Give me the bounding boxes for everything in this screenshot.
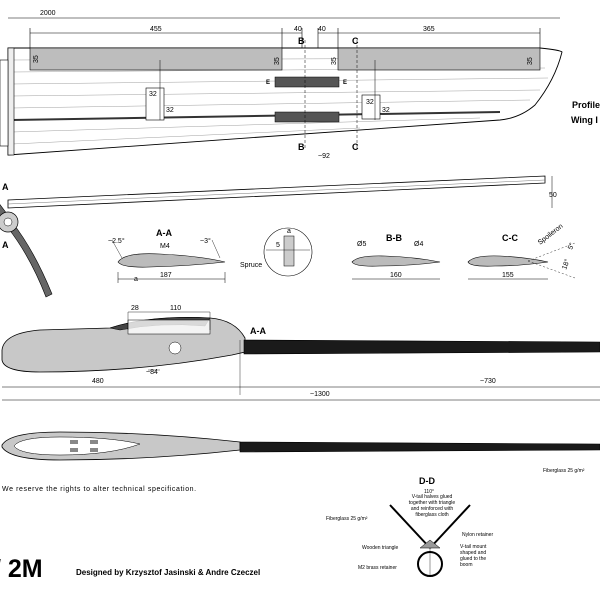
dim-boom: ~730 bbox=[480, 378, 496, 385]
marker-b-bottom: B bbox=[298, 142, 305, 152]
aa-m4: M4 bbox=[160, 243, 170, 250]
marker-a-lower: A bbox=[2, 240, 9, 250]
marker-e-right: E bbox=[343, 80, 347, 86]
dim-spar-mid2: 35 bbox=[331, 57, 338, 65]
marker-c-top: C bbox=[352, 36, 359, 46]
wing-planform bbox=[0, 40, 563, 156]
dim-fuse-front: 480 bbox=[92, 378, 104, 385]
dim-spar-mid1: 35 bbox=[274, 57, 281, 65]
dim-servo-dist: ~92 bbox=[318, 153, 330, 160]
dim-box1: 32 bbox=[149, 91, 157, 98]
dim-aa-chord: 187 bbox=[160, 272, 172, 279]
section-bb-title: B-B bbox=[386, 233, 402, 243]
dim-outer-panel: 365 bbox=[423, 26, 435, 33]
bb-d4: Ø4 bbox=[414, 241, 423, 248]
fuselage-top bbox=[1, 431, 600, 461]
section-dd-title: D-D bbox=[419, 476, 435, 486]
wing-front-view bbox=[7, 175, 553, 209]
model-name: / 2M bbox=[0, 555, 43, 583]
profile-bb bbox=[351, 255, 441, 280]
dd-nylon: Nylon retainer bbox=[462, 532, 493, 538]
dim-bb-chord: 160 bbox=[390, 272, 402, 279]
dim-box2: 32 bbox=[166, 107, 174, 114]
dd-vtail-note: V-tail halves glued together with triang… bbox=[408, 494, 456, 518]
spruce-5: 5 bbox=[276, 242, 280, 249]
aa-right-angle: ~3° bbox=[200, 237, 211, 245]
profile-aa bbox=[111, 239, 226, 283]
dim-span: 2000 bbox=[40, 10, 56, 17]
dim-gap1: 40 bbox=[294, 26, 302, 33]
dd-fiberglass-left: Fiberglass 25 g/m² bbox=[326, 516, 368, 522]
spruce-label: Spruce bbox=[240, 262, 262, 269]
marker-e-left: E bbox=[266, 80, 270, 86]
dim-wing-thickness: 50 bbox=[549, 192, 557, 199]
cc-spoileron: Spoileron bbox=[537, 223, 565, 247]
dim-wing-pos: ~84 bbox=[146, 369, 158, 376]
aa-left-angle: ~2.5° bbox=[108, 237, 125, 245]
propeller bbox=[0, 204, 53, 298]
dim-inner-panel: 455 bbox=[150, 26, 162, 33]
dim-box4: 32 bbox=[382, 107, 390, 114]
dd-detail bbox=[389, 504, 471, 577]
section-aa-title: A-A bbox=[156, 228, 172, 238]
marker-c-bottom: C bbox=[352, 142, 359, 152]
dim-spar-left: 35 bbox=[33, 55, 40, 63]
marker-a-upper: A bbox=[2, 182, 9, 192]
dim-fuse-total: ~1300 bbox=[310, 391, 330, 398]
top-dimensions bbox=[8, 17, 560, 48]
side-profile-label: Profile bbox=[572, 100, 600, 110]
section-cc-title: C-C bbox=[502, 233, 518, 243]
notice-text: We reserve the rights to alter technical… bbox=[2, 486, 197, 493]
dd-wooden: Wooden triangle bbox=[362, 545, 399, 551]
dd-m2: M2 brass retainer bbox=[358, 565, 397, 571]
dim-canopy-front: 28 bbox=[131, 305, 139, 312]
cc-down: 18° bbox=[560, 258, 571, 271]
marker-b-top: B bbox=[298, 36, 305, 46]
side-wing-label: Wing I bbox=[571, 115, 598, 125]
cc-up: 5° bbox=[566, 241, 576, 250]
fuselage-side bbox=[1, 311, 600, 401]
bb-d5: Ø5 bbox=[357, 241, 366, 248]
dim-cc-chord: 155 bbox=[502, 272, 514, 279]
dd-vtail-mount: V-tail mount shaped and glued to the boo… bbox=[460, 544, 487, 568]
dim-spar-right: 35 bbox=[527, 57, 534, 65]
dim-canopy-len: 110 bbox=[170, 305, 181, 312]
spruce-detail bbox=[263, 227, 313, 277]
aa-a: a bbox=[134, 276, 138, 283]
dim-box3: 32 bbox=[366, 99, 374, 106]
dd-angle: 110° bbox=[424, 489, 434, 495]
dd-fiberglass-top: Fiberglass 25 g/m² bbox=[543, 468, 585, 474]
section-aa-fuse: A-A bbox=[250, 326, 266, 336]
profile-cc bbox=[467, 242, 576, 280]
spruce-a: a bbox=[287, 228, 291, 235]
designer-credit: Designed by Krzysztof Jasinski & Andre C… bbox=[76, 568, 261, 577]
dim-gap2: 40 bbox=[318, 26, 326, 33]
